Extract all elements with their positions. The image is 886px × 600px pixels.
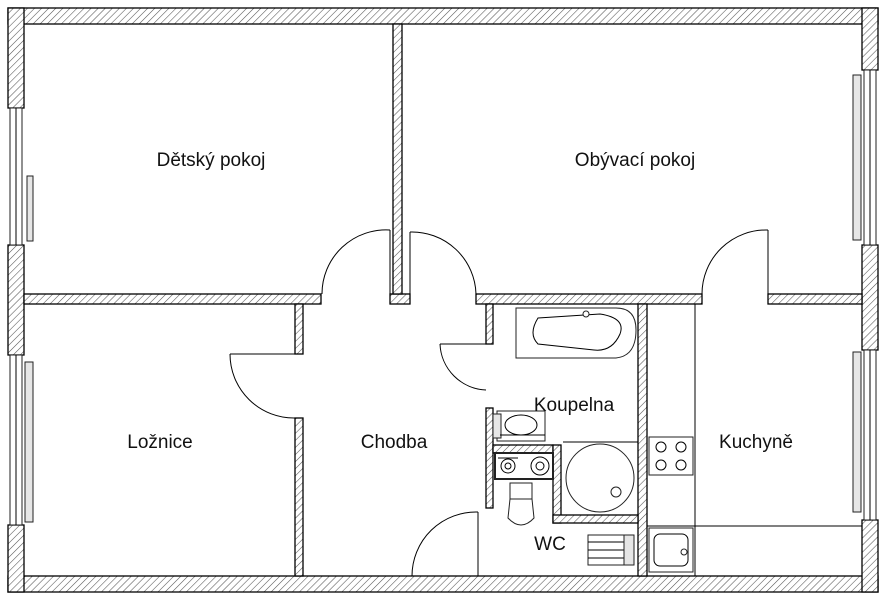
room-labels: Dětský pokoj Obývací pokoj Ložnice Chodb… (127, 150, 793, 555)
wall-bath-wc (492, 444, 554, 454)
room-label-kuchyne: Kuchyně (719, 432, 793, 453)
wall-loznice-chodba (294, 303, 304, 355)
wall-horizontal-left (23, 293, 322, 305)
window-left-top-sill (26, 175, 34, 242)
water-heater (565, 443, 635, 513)
wall-left-middle (7, 244, 25, 356)
exterior-walls (7, 7, 879, 593)
wall-right-bottom (861, 519, 879, 593)
interior-walls (23, 23, 863, 577)
room-label-chodba: Chodba (361, 432, 428, 453)
wall-bath-kitchen (637, 303, 648, 577)
wall-horizontal-far-right (767, 293, 863, 305)
room-label-koupelna: Koupelna (534, 395, 615, 416)
wall-top (7, 7, 879, 25)
bathroom-fixtures (492, 307, 638, 513)
toilet-bowl (507, 498, 535, 526)
wall-wc-step-vertical (552, 444, 562, 524)
toilet-tank (509, 482, 533, 500)
wall-bottom (7, 575, 879, 593)
room-label-wc: WC (534, 534, 566, 555)
door-wc[interactable] (411, 511, 479, 577)
room-label-obyvaci-pokoj: Obývací pokoj (575, 150, 695, 171)
doors (229, 229, 769, 577)
window-right-top-radiator (852, 74, 862, 241)
wall-chodba-bath-lower (485, 407, 494, 509)
room-label-detsky-pokoj: Dětský pokoj (157, 150, 266, 171)
wall-right-middle (861, 244, 879, 351)
wall-horizontal-right (475, 293, 703, 305)
kitchen-fixtures (647, 304, 862, 576)
door-detsky-pokoj[interactable] (321, 229, 391, 295)
stove (648, 436, 694, 476)
window-left-bottom-radiator (24, 361, 34, 523)
door-loznice[interactable] (229, 353, 296, 419)
window-right-bottom-radiator (852, 351, 862, 513)
door-koupelna[interactable] (439, 343, 487, 391)
door-kuchyne[interactable] (701, 229, 769, 295)
door-obyvaci-pokoj[interactable] (409, 231, 477, 295)
wall-left-top (7, 7, 25, 109)
bathtub (515, 307, 637, 359)
windows (9, 69, 877, 526)
wall-chodba-bath (485, 303, 494, 345)
wall-left-bottom (7, 524, 25, 593)
wall-horizontal-middle (389, 293, 411, 305)
wall-vertical-top-divider (392, 23, 403, 295)
wall-loznice-chodba-lower (294, 417, 304, 577)
room-label-loznice: Ložnice (127, 432, 193, 453)
wall-wc-step-horizontal (552, 514, 639, 524)
wall-right-top (861, 7, 879, 71)
wc-fixtures (494, 452, 635, 566)
